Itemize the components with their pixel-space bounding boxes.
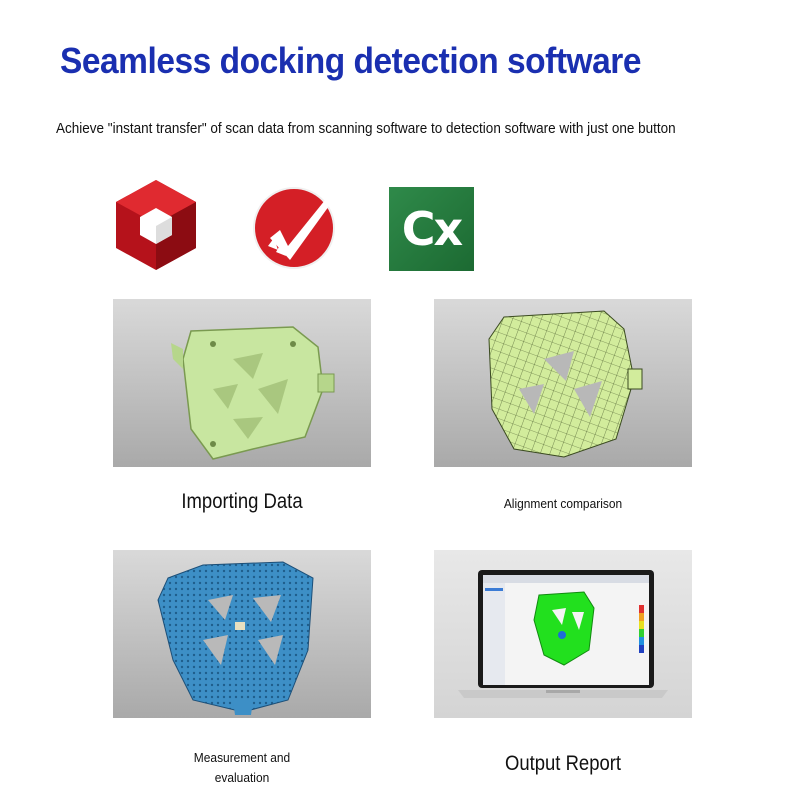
caption-measurement-evaluation: Measurement and evaluation bbox=[123, 748, 360, 788]
cx-logo-icon: Cx bbox=[389, 187, 474, 271]
red-cube-logo-icon bbox=[114, 178, 198, 272]
laptop-report-image bbox=[434, 550, 692, 718]
caption-output-report: Output Report bbox=[504, 752, 622, 775]
page-subtitle: Achieve "instant transfer" of scan data … bbox=[56, 120, 676, 137]
caption-measurement-line2: evaluation bbox=[214, 770, 270, 785]
green-mesh-part-image bbox=[434, 299, 692, 467]
blue-scan-part-image bbox=[113, 550, 371, 718]
green-cad-part-image bbox=[113, 299, 371, 467]
caption-measurement-line1: Measurement and bbox=[193, 750, 291, 765]
red-check-logo-icon bbox=[250, 176, 346, 272]
page-title: Seamless docking detection software bbox=[60, 40, 641, 81]
caption-importing-data: Importing Data bbox=[181, 490, 303, 513]
cx-logo-text: Cx bbox=[389, 187, 474, 271]
caption-alignment-comparison: Alignment comparison bbox=[503, 496, 623, 511]
